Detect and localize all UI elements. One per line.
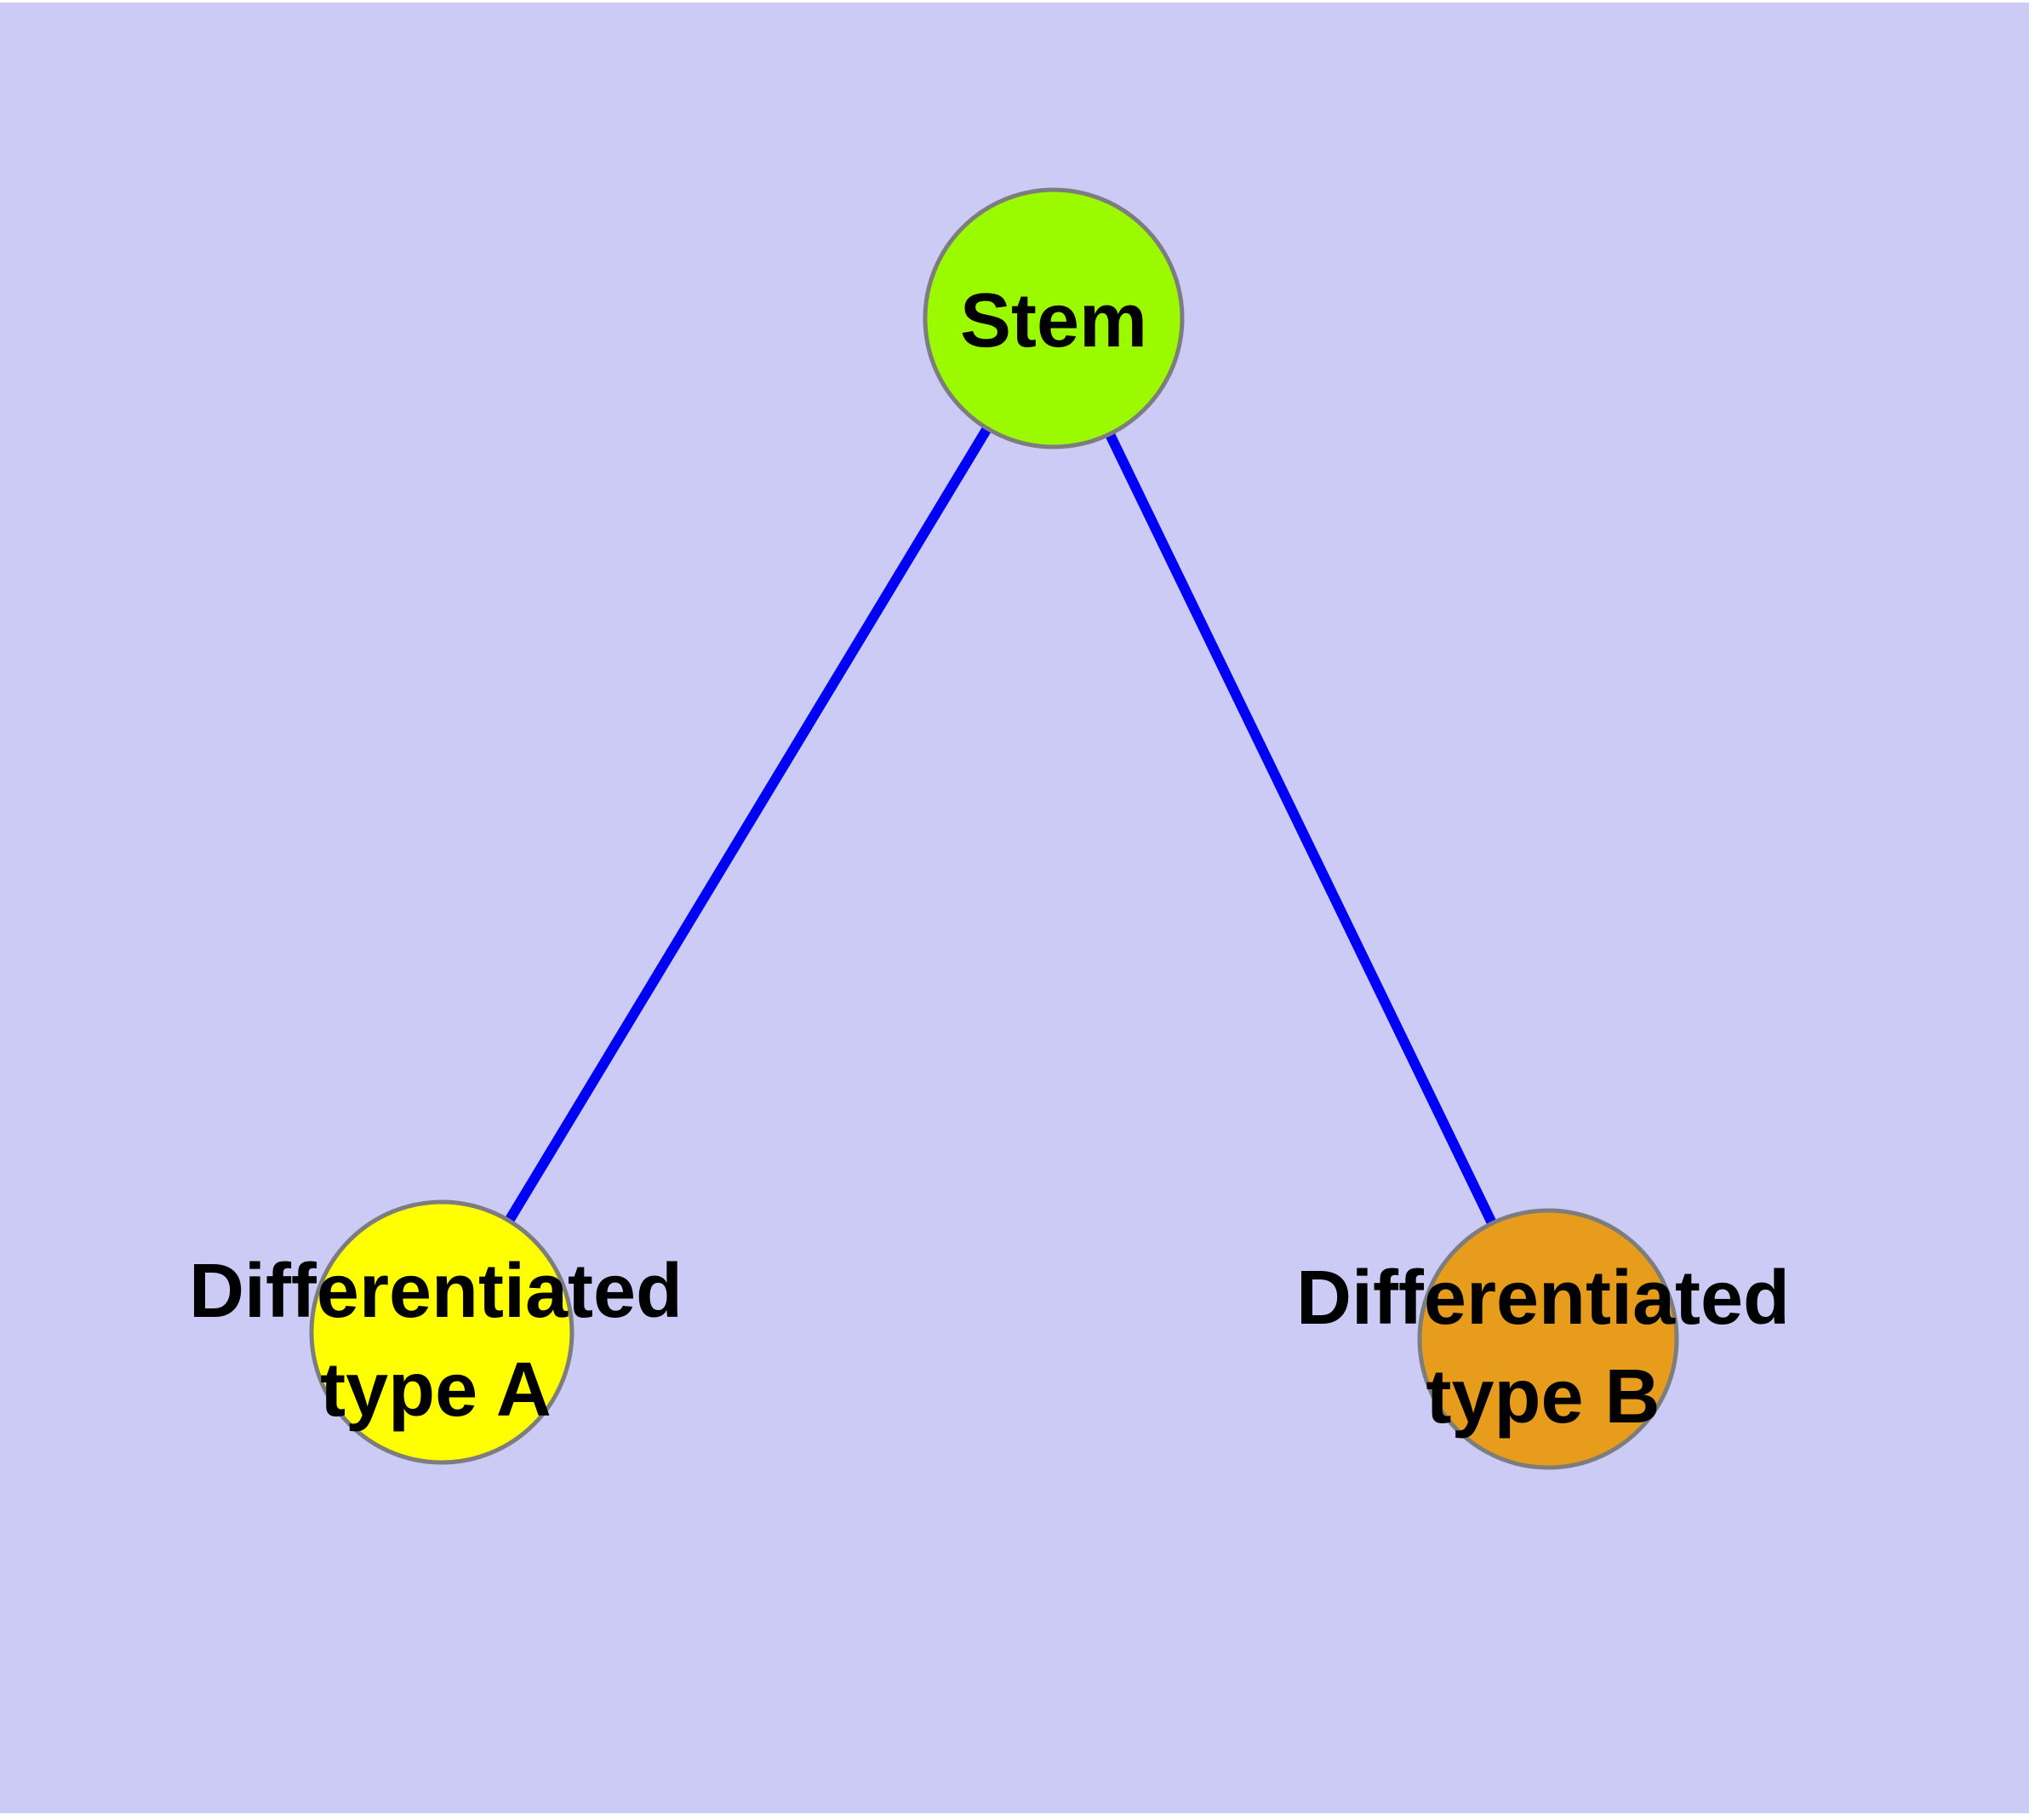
edge-stem-to-type-a	[437, 315, 1059, 1336]
node-type-a-label-line1: Differentiated	[189, 1249, 683, 1334]
node-type-b-circle	[1417, 1208, 1679, 1470]
edge-stem-to-type-b	[1049, 316, 1553, 1342]
node-stem-label: Stem	[960, 278, 1147, 363]
node-type-b-label-line1: Differentiated	[1296, 1256, 1790, 1341]
node-type-a-label-line2: type A	[320, 1348, 552, 1433]
node-type-b-label-line2: type B	[1426, 1354, 1660, 1439]
node-type-a-circle	[309, 1199, 574, 1465]
node-stem-circle	[923, 187, 1185, 449]
